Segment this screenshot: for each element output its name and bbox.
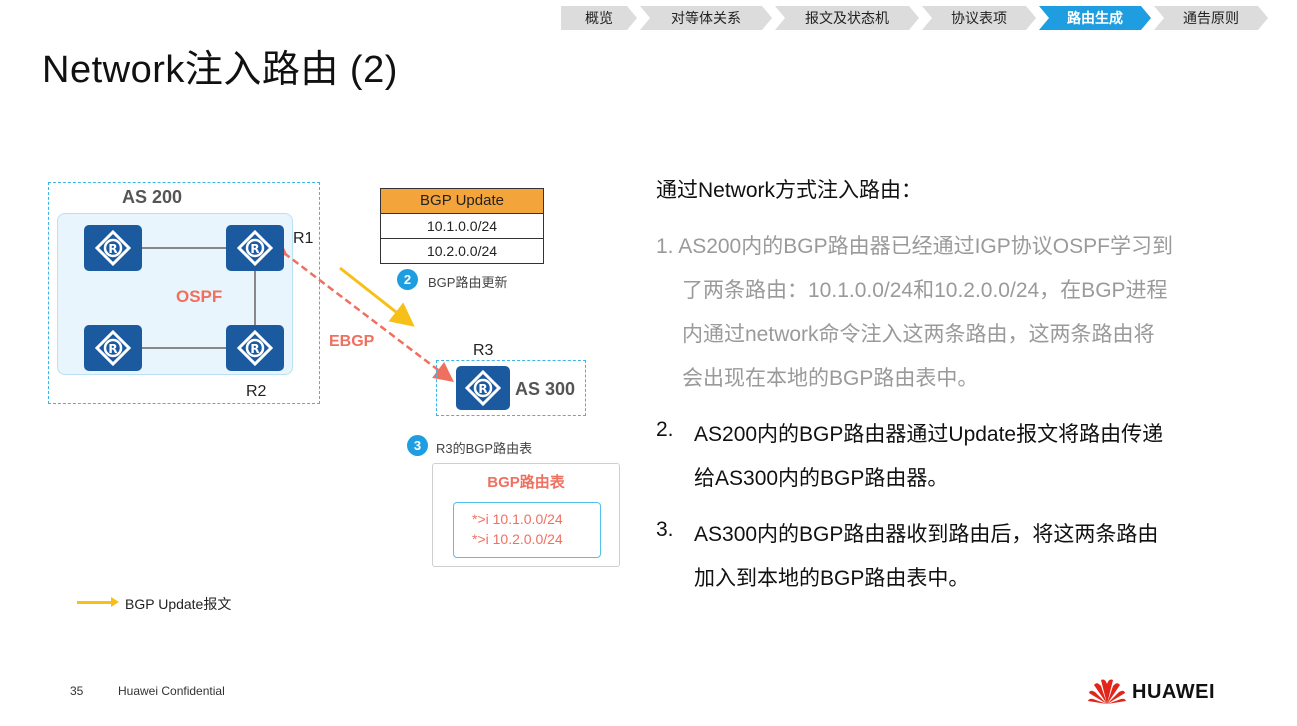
step-3-label: R3的BGP路由表 bbox=[436, 441, 533, 456]
item-1-line: 了两条路由：10.1.0.0/24和10.2.0.0/24，在BGP进程 bbox=[682, 279, 1168, 302]
item-1-line: 会出现在本地的BGP路由表中。 bbox=[682, 367, 979, 390]
routing-table-row: *>i 10.1.0.0/24 bbox=[472, 511, 563, 527]
as300-boundary bbox=[436, 360, 586, 416]
router-r1-icon: R bbox=[226, 225, 284, 271]
nav-tab-route-generation[interactable]: 路由生成 bbox=[1039, 6, 1151, 30]
nav-tab-messages-state-machine[interactable]: 报文及状态机 bbox=[775, 6, 919, 30]
page-title: Network注入路由 (2) bbox=[42, 49, 398, 91]
section-nav: 概览 对等体关系 报文及状态机 协议表项 路由生成 通告原则 bbox=[561, 6, 1268, 30]
nav-tab-overview[interactable]: 概览 bbox=[561, 6, 637, 30]
svg-text:R: R bbox=[250, 342, 259, 356]
svg-text:R: R bbox=[478, 382, 487, 396]
routing-table-row: *>i 10.2.0.0/24 bbox=[472, 531, 563, 547]
step-2-badge: 2 bbox=[397, 269, 418, 290]
nav-tab-peer-relations[interactable]: 对等体关系 bbox=[640, 6, 772, 30]
update-route-row: 10.1.0.0/24 bbox=[381, 213, 543, 238]
legend-label: BGP Update报文 bbox=[125, 596, 232, 612]
router-r3-icon: R bbox=[456, 366, 510, 410]
brand-wordmark: HUAWEI bbox=[1132, 681, 1215, 703]
ebgp-label: EBGP bbox=[329, 333, 375, 350]
nav-tab-advertisement-principles[interactable]: 通告原则 bbox=[1154, 6, 1268, 30]
svg-text:R: R bbox=[250, 242, 259, 256]
step-2-label: BGP路由更新 bbox=[428, 275, 508, 290]
item-3-line: 加入到本地的BGP路由表中。 bbox=[694, 567, 970, 590]
svg-text:R: R bbox=[108, 342, 117, 356]
update-route-row: 10.2.0.0/24 bbox=[381, 238, 543, 263]
r3-label: R3 bbox=[473, 342, 494, 359]
update-header: BGP Update bbox=[381, 189, 543, 213]
update-arrow bbox=[339, 266, 415, 327]
r1-label: R1 bbox=[293, 230, 314, 247]
routing-table-title: BGP路由表 bbox=[487, 474, 565, 491]
item-2-number: 2. bbox=[656, 418, 674, 441]
router-icon: R bbox=[84, 225, 142, 271]
ospf-label: OSPF bbox=[176, 287, 223, 306]
item-1-line: 1. AS200内的BGP路由器已经通过IGP协议OSPF学习到 bbox=[656, 235, 1173, 258]
nav-tab-protocol-tables[interactable]: 协议表项 bbox=[922, 6, 1036, 30]
step-3-badge: 3 bbox=[407, 435, 428, 456]
as200-label: AS 200 bbox=[122, 187, 183, 207]
r2-label: R2 bbox=[246, 383, 267, 400]
item-2-line: AS200内的BGP路由器通过Update报文将路由传递 bbox=[694, 423, 1164, 446]
router-icon: R bbox=[84, 325, 142, 371]
ebgp-link bbox=[266, 235, 454, 383]
item-3-number: 3. bbox=[656, 518, 674, 541]
routing-table-entries: *>i 10.1.0.0/24 *>i 10.2.0.0/24 bbox=[453, 502, 601, 558]
as300-label: AS 300 bbox=[515, 379, 576, 399]
legend-arrow-icon bbox=[77, 597, 119, 607]
r3-bgp-routing-table: BGP路由表 *>i 10.1.0.0/24 *>i 10.2.0.0/24 bbox=[432, 463, 620, 567]
svg-text:R: R bbox=[108, 242, 117, 256]
topology-links bbox=[141, 235, 454, 383]
router-r2-icon: R bbox=[226, 325, 284, 371]
section-heading: 通过Network方式注入路由： bbox=[656, 179, 923, 202]
item-2-line: 给AS300内的BGP路由器。 bbox=[694, 467, 949, 490]
huawei-logo-icon bbox=[1087, 676, 1127, 706]
page-number: 35 bbox=[70, 684, 84, 698]
confidentiality-label: Huawei Confidential bbox=[118, 684, 225, 698]
item-1-line: 内通过network命令注入这两条路由，这两条路由将 bbox=[682, 323, 1155, 346]
bgp-update-message: BGP Update 10.1.0.0/24 10.2.0.0/24 bbox=[380, 188, 544, 264]
item-3-line: AS300内的BGP路由器收到路由后，将这两条路由 bbox=[694, 523, 1159, 546]
